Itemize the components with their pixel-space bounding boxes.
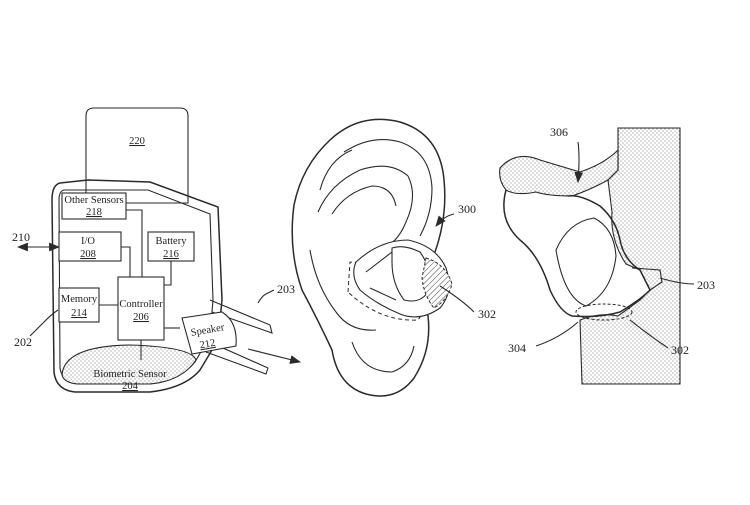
memory-214 bbox=[58, 287, 100, 323]
battery-ref: 216 bbox=[163, 249, 179, 260]
speaker-ref: 212 bbox=[199, 338, 216, 352]
callout-302-ear: 302 bbox=[478, 307, 496, 321]
section-sensor-ellipse bbox=[575, 303, 633, 321]
ear-antihelix bbox=[317, 165, 414, 249]
sensor-area-302 bbox=[421, 257, 453, 309]
case-ref: 220 bbox=[129, 136, 145, 147]
biometric-sensor-204 bbox=[61, 344, 197, 385]
battery-label: Battery bbox=[156, 236, 188, 247]
ear-illustration: 300 302 bbox=[291, 118, 496, 397]
controller-ref: 206 bbox=[133, 312, 149, 323]
section-earbud bbox=[503, 189, 651, 318]
ear-helix bbox=[291, 118, 446, 397]
output-arrow bbox=[247, 348, 302, 364]
biometric-ref: 204 bbox=[122, 381, 139, 392]
callout-302-section: 302 bbox=[671, 343, 689, 357]
device-diagram: 220 Biometric Sensor 204 Other Sensors 2… bbox=[12, 107, 302, 393]
other-sensors-label: Other Sensors bbox=[64, 195, 123, 206]
tissue-upper bbox=[499, 148, 619, 197]
section-view: 306 203 304 302 bbox=[499, 125, 715, 385]
callout-202: 202 bbox=[14, 335, 32, 349]
callout-203-section: 203 bbox=[697, 278, 715, 292]
controller-label: Controller bbox=[119, 299, 163, 310]
callout-203: 203 bbox=[277, 282, 295, 296]
memory-ref: 214 bbox=[71, 308, 88, 319]
biometric-label: Biometric Sensor bbox=[93, 369, 167, 380]
case-220 bbox=[85, 107, 189, 204]
callout-210: 210 bbox=[12, 230, 30, 244]
memory-label: Memory bbox=[61, 294, 98, 305]
io-label: I/O bbox=[81, 236, 95, 247]
callout-304: 304 bbox=[508, 341, 526, 355]
other-sensors-218 bbox=[61, 192, 127, 220]
other-sensors-ref: 218 bbox=[86, 207, 102, 218]
io-ref: 208 bbox=[80, 249, 96, 260]
callout-300: 300 bbox=[458, 202, 476, 216]
wires bbox=[99, 209, 180, 360]
housing-outline bbox=[51, 179, 223, 393]
speaker-212 bbox=[181, 311, 237, 355]
earbud-300 bbox=[353, 239, 450, 318]
callout-306: 306 bbox=[550, 125, 568, 139]
